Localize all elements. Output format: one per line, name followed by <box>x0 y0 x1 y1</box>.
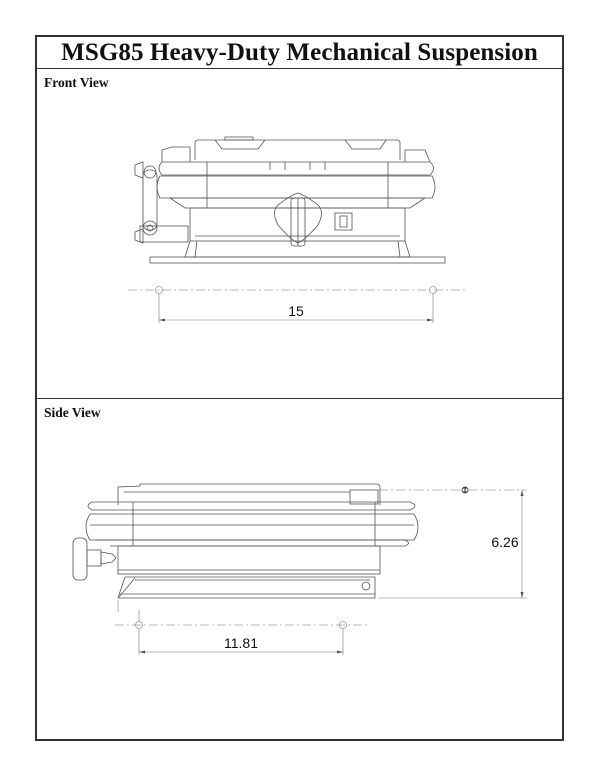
datum-symbol <box>461 486 469 494</box>
title-row: MSG85 Heavy-Duty Mechanical Suspension <box>37 37 562 69</box>
dimension-width-label: 15 <box>288 303 304 319</box>
dimension-depth-label: 11.81 <box>224 635 258 651</box>
dimension-height-label: 6.26 <box>491 534 518 550</box>
page-title: MSG85 Heavy-Duty Mechanical Suspension <box>61 39 538 66</box>
section-divider <box>37 398 562 399</box>
front-view-label: Front View <box>44 75 109 90</box>
side-view-label: Side View <box>44 405 101 420</box>
drawing-frame: MSG85 Heavy-Duty Mechanical Suspension F… <box>35 35 564 741</box>
